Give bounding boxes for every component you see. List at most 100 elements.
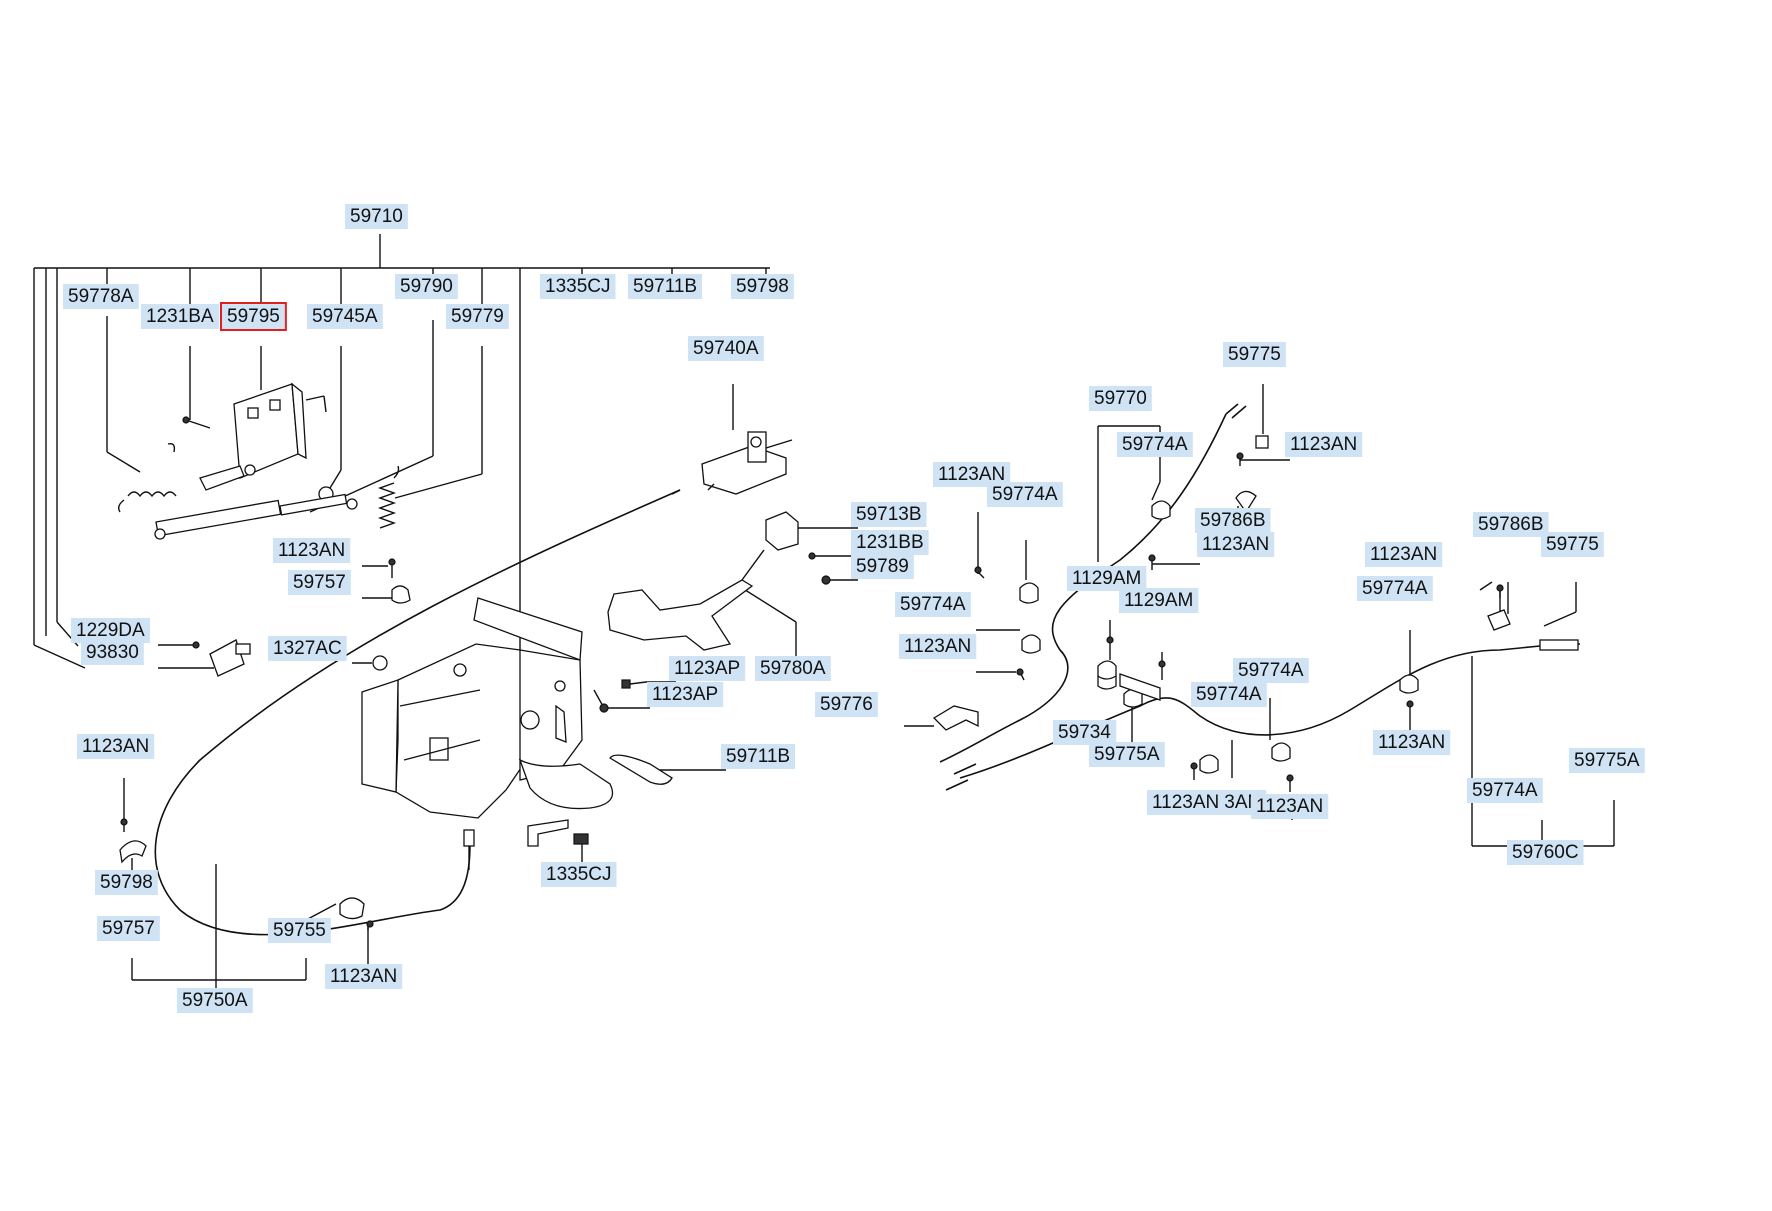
part-label-59774a[interactable]: 59774A [987,482,1063,507]
part-number-text: 59734 [1058,722,1111,743]
part-label-1129am[interactable]: 1129AM [1067,566,1147,591]
plate-icon [1119,673,1161,701]
label-highlight [1191,682,1267,707]
part-label-59798[interactable]: 59798 [731,274,794,299]
part-number-text: 1129AM [1124,590,1193,611]
part-label-59711b[interactable]: 59711B [628,274,703,299]
part-label-59711b[interactable]: 59711B [721,744,796,769]
part-label-1335cj[interactable]: 1335CJ [540,274,616,299]
part-label-59775a[interactable]: 59775A [1569,748,1645,773]
part-label-59790[interactable]: 59790 [395,274,458,299]
part-label-59755[interactable]: 59755 [268,918,331,943]
part-number-text: 59711B [633,276,697,297]
label-highlight [1541,532,1604,557]
cable-clip-icon [391,585,411,604]
part-label-1123ap[interactable]: 1123AP [647,682,724,707]
part-number-text: 93830 [86,642,139,663]
part-label-1123ap[interactable]: 1123AP [669,656,746,681]
part-label-93830[interactable]: 93830 [81,640,144,665]
part-number-text: 59774A [900,594,966,615]
part-label-59789[interactable]: 59789 [851,554,914,579]
part-label-1123an[interactable]: 1123AN [1365,542,1443,567]
part-label-59798[interactable]: 59798 [95,870,158,895]
part-number-text: 59775A [1574,750,1640,771]
part-label-59774a[interactable]: 59774A [1357,576,1433,601]
part-label-59774a[interactable]: 59774A [895,592,971,617]
label-highlight [97,916,160,941]
part-number-text: 1123AP [652,684,718,705]
part-label-1229da[interactable]: 1229DA [71,618,150,643]
cable-clip-icon [1151,500,1171,520]
part-number-text: 59774A [992,484,1058,505]
bracket-icon [1487,609,1511,631]
part-number-text: 59770 [1094,388,1147,409]
part-label-59786b[interactable]: 59786B [1195,508,1271,533]
label-highlight [1467,778,1543,803]
spring-icon [377,465,400,529]
part-label-59778a[interactable]: 59778A [63,284,139,309]
part-label-1231ba[interactable]: 1231BA [141,304,219,329]
label-highlight [1365,542,1443,567]
part-label-1123an[interactable]: 1123AN [1197,532,1275,557]
label-highlight [1053,720,1117,745]
part-label-1335cj[interactable]: 1335CJ [541,862,617,887]
part-number-text: 59710 [350,206,403,227]
bracket-icon [1235,490,1257,514]
label-highlight [71,618,150,643]
part-label-59770[interactable]: 59770 [1089,386,1152,411]
label-highlight [1067,566,1147,591]
part-label-59774a[interactable]: 59774A [1233,658,1309,683]
label-highlight [395,274,458,299]
part-label-59786b[interactable]: 59786B [1473,512,1549,537]
part-label-1123an[interactable]: 1123AN [1285,432,1363,457]
part-label-59780a[interactable]: 59780A [755,656,831,681]
part-label-59757[interactable]: 59757 [288,570,351,595]
part-label-59745a[interactable]: 59745A [307,304,383,329]
bolt-icon [182,416,211,429]
cable-clip-icon [1097,660,1117,680]
part-label-1123an[interactable]: 1123AN [1373,730,1451,755]
part-label-59740a[interactable]: 59740A [688,336,764,361]
part-label-1123an[interactable]: 1123AN [325,964,403,989]
part-label-59757[interactable]: 59757 [97,916,160,941]
part-number-text: 1123AN [1256,796,1323,817]
cable-end-icon [945,763,977,791]
label-highlight [325,964,403,989]
part-label-59734[interactable]: 59734 [1053,720,1117,745]
part-number-text: 59786B [1200,510,1266,531]
part-label-59710[interactable]: 59710 [345,204,408,229]
part-label-1123an[interactable]: 1123AN [1251,794,1329,819]
part-label-1123an[interactable]: 1123AN [1147,790,1225,815]
part-label-59774a[interactable]: 59774A [1117,432,1193,457]
cable-end-icon [463,829,475,870]
part-label-59779[interactable]: 59779 [446,304,509,329]
part-label-59760c[interactable]: 59760C [1507,840,1584,865]
part-label-1123an[interactable]: 1123AN [77,734,155,759]
bolt-icon [1236,452,1244,466]
part-label-59775a[interactable]: 59775A [1089,742,1165,767]
label-highlight [268,918,331,943]
label-highlight [1117,432,1193,457]
part-label-1327ac[interactable]: 1327AC [268,636,347,661]
part-number-text: 59755 [273,920,326,941]
part-label-59713b[interactable]: 59713B [851,502,927,527]
part-label-59795[interactable]: 59795 [220,302,287,331]
part-label-59776[interactable]: 59776 [815,692,878,717]
part-label-59775[interactable]: 59775 [1541,532,1604,557]
part-label-59774a[interactable]: 59774A [1191,682,1267,707]
part-label-1231bb[interactable]: 1231BB [851,530,929,555]
front-cable [154,489,681,936]
pedal-bracket-icon [361,597,614,819]
part-label-1123an[interactable]: 1123AN [899,634,977,659]
bolt-icon [388,558,396,578]
part-number-text: 59745A [312,306,378,327]
part-number-text: 59775 [1228,344,1281,365]
part-label-1129am[interactable]: 1129AM [1119,588,1199,613]
part-label-59750a[interactable]: 59750A [177,988,253,1013]
clip-icon [573,833,589,845]
part-label-59774a[interactable]: 59774A [1467,778,1543,803]
part-number-text: 59776 [820,694,873,715]
part-label-1123an[interactable]: 1123AN [273,538,351,563]
part-label-59775[interactable]: 59775 [1223,342,1286,367]
